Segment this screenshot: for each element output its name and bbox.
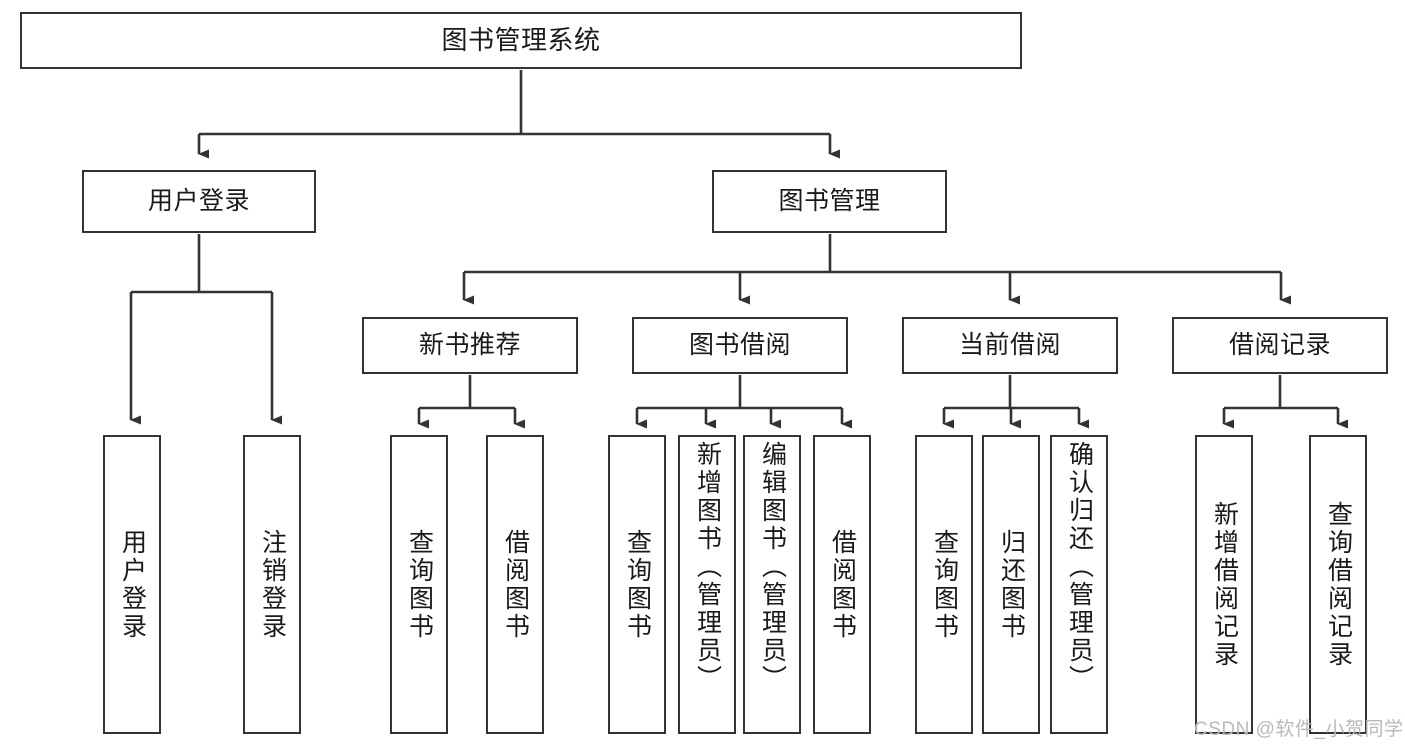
node-label: 查询图书	[405, 528, 434, 641]
leaf-logout[interactable]: 注销登录	[243, 435, 301, 734]
node-label: 图书管理	[778, 187, 881, 215]
node-label: 归还图书	[997, 528, 1026, 641]
leaf-edit-book[interactable]: 编辑图书（管理员）	[743, 435, 801, 734]
node-label: 注销登录	[258, 528, 287, 641]
leaf-add-borrow-record[interactable]: 新增借阅记录	[1195, 435, 1253, 734]
leaf-query-book-recommend[interactable]: 查询图书	[390, 435, 448, 734]
node-label: 图书管理系统	[441, 25, 601, 56]
node-label: 查询图书	[930, 528, 959, 641]
watermark: CSDN @软件_小贺同学	[1194, 719, 1404, 740]
leaf-borrow-book-recommend[interactable]: 借阅图书	[486, 435, 544, 734]
node-label: 查询借阅记录	[1324, 500, 1353, 669]
node-new-book-recommend[interactable]: 新书推荐	[362, 317, 578, 374]
node-label: 编辑图书（管理员）	[758, 441, 787, 693]
node-label: 新增图书（管理员）	[693, 441, 722, 693]
node-label: 图书借阅	[688, 331, 791, 359]
leaf-confirm-return[interactable]: 确认归还（管理员）	[1050, 435, 1108, 734]
leaf-return-book[interactable]: 归还图书	[982, 435, 1040, 734]
leaf-query-borrow-record[interactable]: 查询借阅记录	[1309, 435, 1367, 734]
node-label: 当前借阅	[958, 331, 1061, 359]
node-label: 借阅图书	[828, 528, 857, 641]
leaf-borrow-book[interactable]: 借阅图书	[813, 435, 871, 734]
node-user-login[interactable]: 用户登录	[82, 170, 316, 233]
leaf-user-login[interactable]: 用户登录	[103, 435, 161, 734]
node-label: 借阅记录	[1228, 331, 1331, 359]
node-root-system[interactable]: 图书管理系统	[20, 12, 1022, 69]
node-label: 借阅图书	[501, 528, 530, 641]
leaf-add-book[interactable]: 新增图书（管理员）	[678, 435, 736, 734]
node-label: 用户登录	[118, 528, 147, 641]
leaf-query-book-borrow[interactable]: 查询图书	[608, 435, 666, 734]
node-label: 确认归还（管理员）	[1065, 441, 1094, 693]
node-borrow-record[interactable]: 借阅记录	[1172, 317, 1388, 374]
node-label: 用户登录	[147, 187, 250, 215]
node-label: 新增借阅记录	[1210, 500, 1239, 669]
node-label: 查询图书	[623, 528, 652, 641]
node-current-borrow[interactable]: 当前借阅	[902, 317, 1118, 374]
leaf-query-book-current[interactable]: 查询图书	[915, 435, 973, 734]
node-book-borrow[interactable]: 图书借阅	[632, 317, 848, 374]
node-label: 新书推荐	[418, 331, 521, 359]
node-book-management[interactable]: 图书管理	[712, 170, 947, 233]
